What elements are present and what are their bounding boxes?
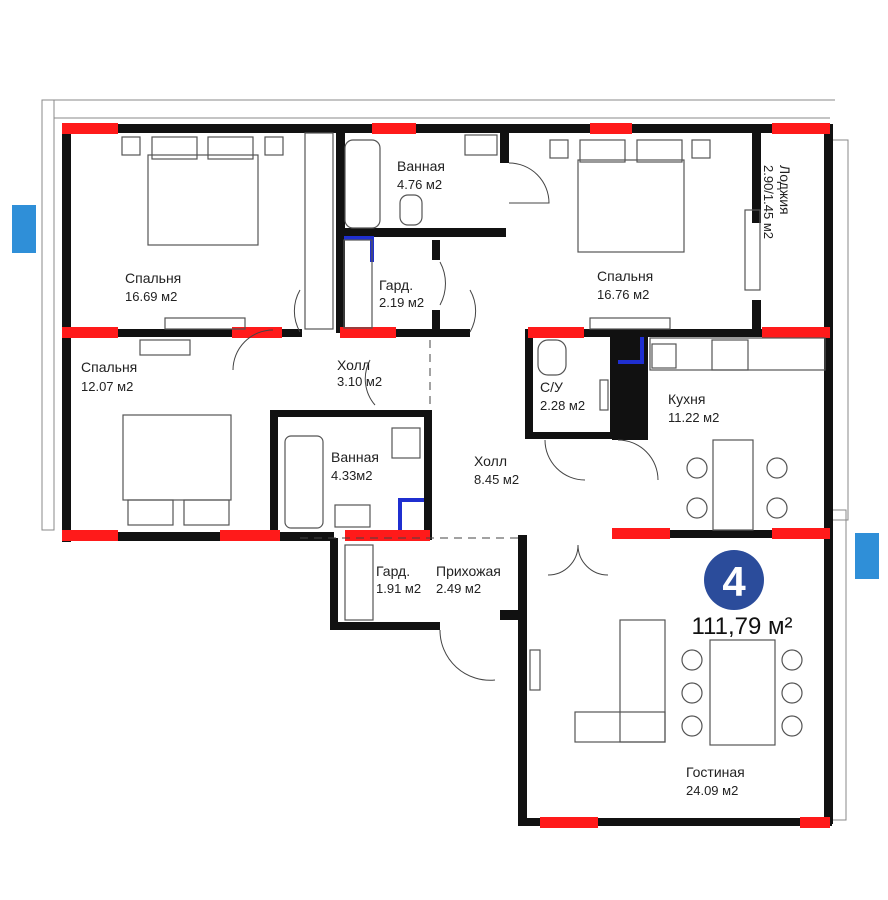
room-name: Прихожая <box>436 563 501 579</box>
room-area: 3.10 м2 <box>337 374 382 389</box>
room-area: 2.90/1.45 м2 <box>761 165 776 239</box>
room-name: С/У <box>540 379 563 395</box>
apartment-number-badge <box>704 550 764 610</box>
room-name: Кухня <box>668 391 705 407</box>
room-name: Лоджия <box>777 165 793 215</box>
room-name: Гостиная <box>686 764 745 780</box>
room-name: Ванная <box>397 158 445 174</box>
room-area: 8.45 м2 <box>474 472 519 487</box>
room-area: 24.09 м2 <box>686 783 738 798</box>
windows <box>62 123 830 828</box>
room-name: Спальня <box>125 270 181 286</box>
furniture <box>121 132 826 746</box>
room-area: 12.07 м2 <box>81 379 133 394</box>
room-area: 2.19 м2 <box>379 295 424 310</box>
room-area: 4.33м2 <box>331 468 372 483</box>
facade-lines <box>41 99 849 821</box>
entrance-marker-right <box>855 533 879 579</box>
room-name: Холл <box>337 357 370 373</box>
room-labels: Спальня 16.69 м2 Ванная 4.76 м2 Спальня … <box>81 158 793 798</box>
room-area: 4.76 м2 <box>397 177 442 192</box>
room-name: Ванная <box>331 449 379 465</box>
room-name: Спальня <box>597 268 653 284</box>
room-name: Спальня <box>81 359 137 375</box>
total-area: 111,79 м² <box>691 613 792 640</box>
room-area: 2.49 м2 <box>436 581 481 596</box>
doors <box>232 162 659 681</box>
room-area: 16.76 м2 <box>597 287 649 302</box>
room-name: Гард. <box>379 277 413 293</box>
room-area: 2.28 м2 <box>540 398 585 413</box>
room-area: 1.91 м2 <box>376 581 421 596</box>
room-area: 11.22 м2 <box>668 410 719 425</box>
apartment-number: 4 <box>722 558 746 605</box>
room-area: 16.69 м2 <box>125 289 177 304</box>
entrance-marker-left <box>12 205 36 253</box>
room-name: Холл <box>474 453 507 469</box>
room-name: Гард. <box>376 563 410 579</box>
walls <box>62 124 833 826</box>
